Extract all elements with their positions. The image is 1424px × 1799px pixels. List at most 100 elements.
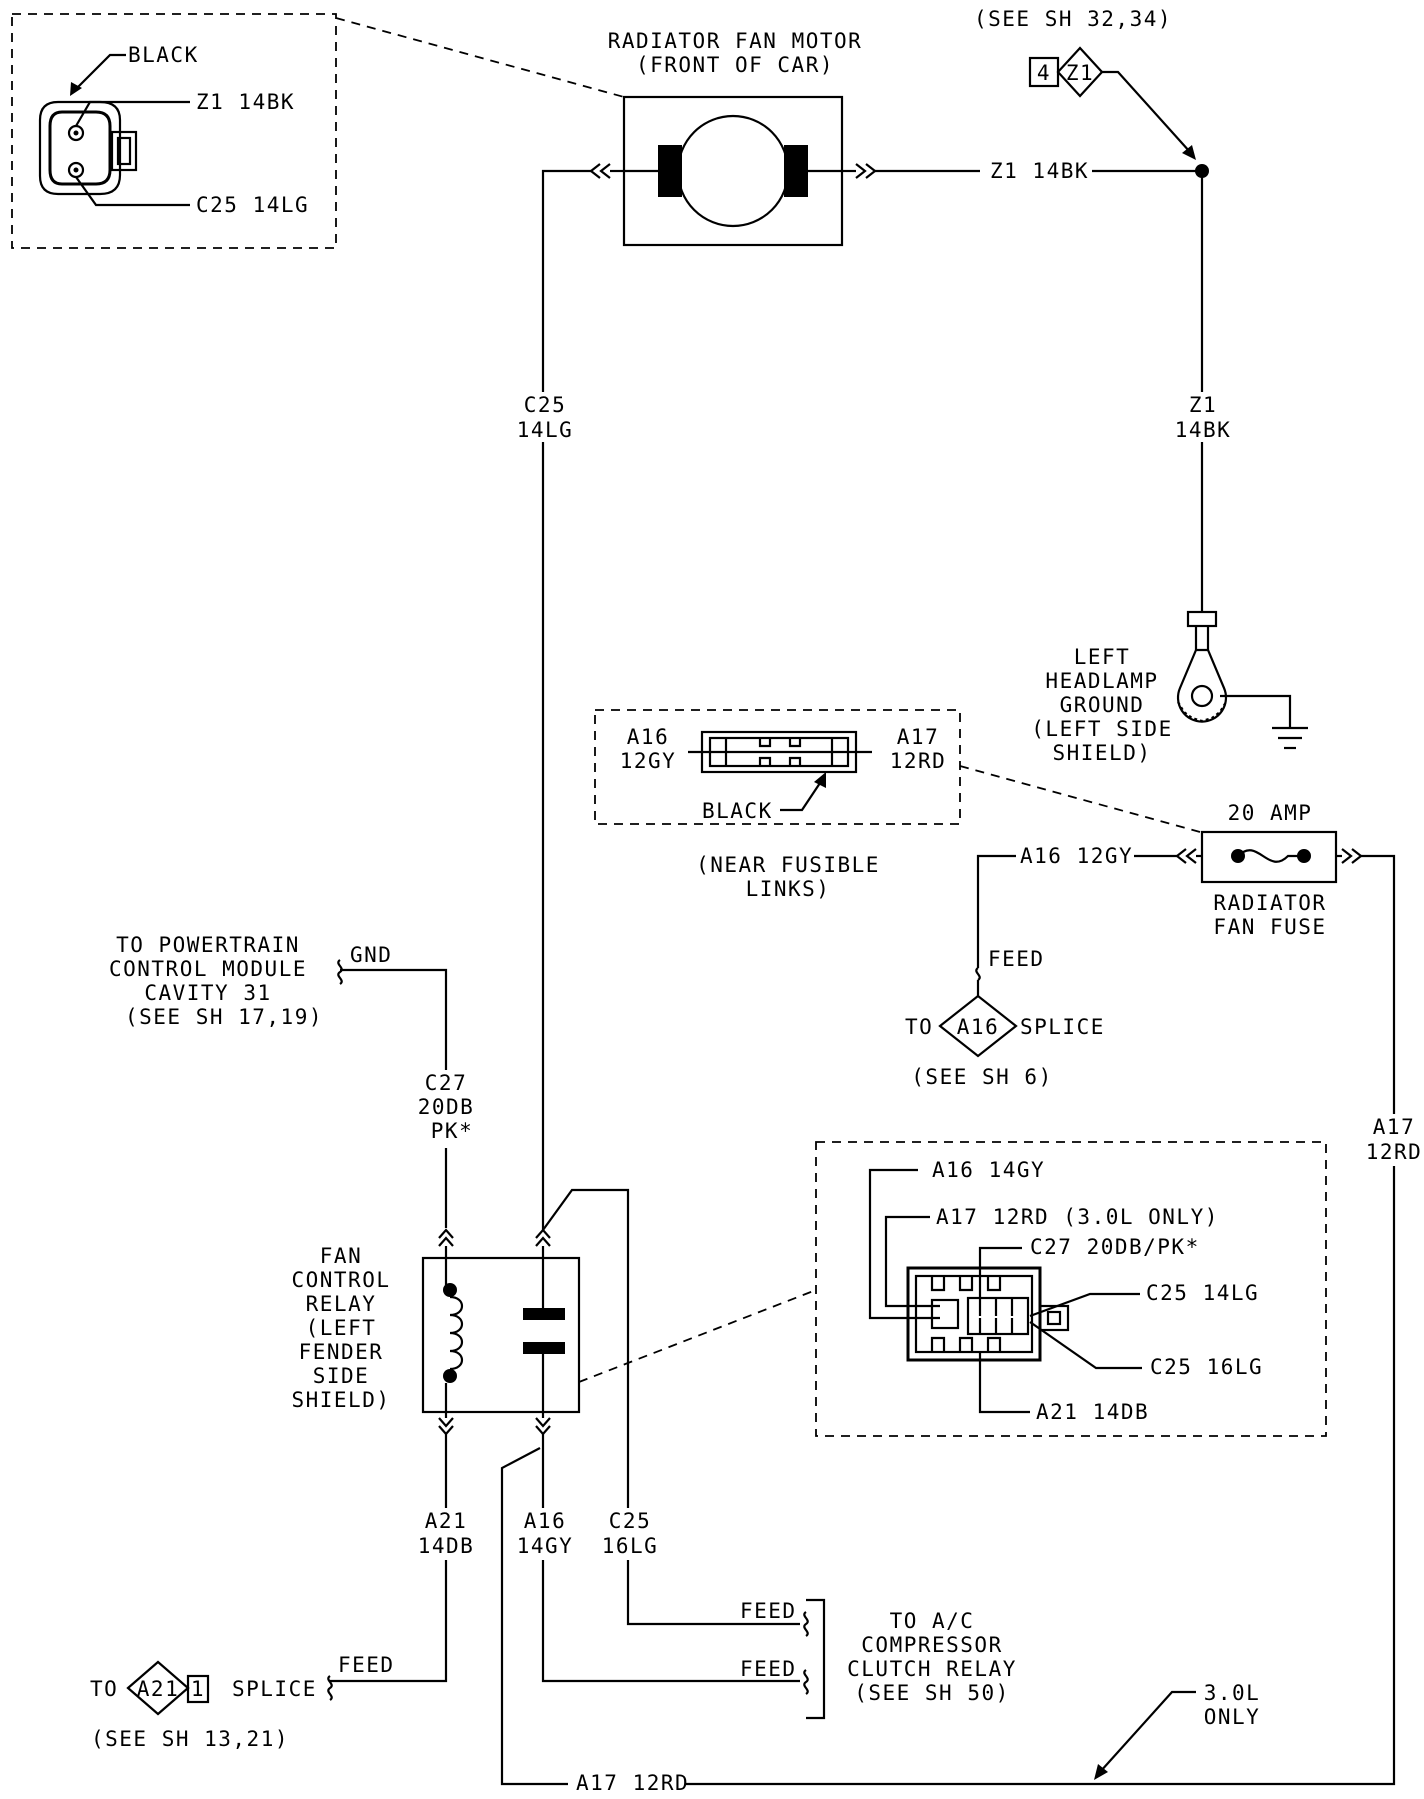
a17-bottom-label: A17 12RD [576,1771,689,1794]
motor-armature [676,114,790,228]
radiator-fan-fuse: 20 AMP RADIATOR FAN FUSE A16 12GY [500,801,1396,1786]
connector-color-label: BLACK [128,43,199,67]
fusible-inset-border [594,709,961,825]
relay-conn-center [966,1296,1030,1336]
a21-tag-num: 1 [191,1677,205,1701]
c25-motor-terminal [589,163,611,179]
relay-conn-a17-lead [884,1215,940,1308]
z1-motor-terminal [855,163,877,179]
z1-motor-wire-label: Z1 14BK [990,159,1089,183]
fusible-note-2: LINKS) [746,877,831,901]
motor-wiring: Z1 14BK [541,159,1209,1230]
connector-body-inner [48,110,112,186]
ac-label-4: (SEE SH 50) [854,1681,1010,1705]
a21-feed-label: FEED [338,1653,395,1677]
ground-label-2: HEADLAMP [1045,669,1158,693]
pin2-leader [75,176,190,207]
relay-pin-c25 [535,1228,551,1247]
ground-tag-num: 4 [1037,61,1051,85]
connector-body-outer [38,100,122,196]
c27-label-1: C27 [425,1071,467,1095]
ground-label-1: LEFT [1074,645,1131,669]
relay-pin-a21 [438,1417,454,1436]
a16-feed-label: FEED [988,947,1045,971]
fuse-input-wire: A16 12GY [1020,844,1133,868]
ground-label-5: SHIELD) [1052,741,1151,765]
pcm-label-3: CAVITY 31 [144,981,271,1005]
relay-label-5: FENDER [299,1340,384,1364]
c25-relay-label-2: 16LG [602,1534,659,1558]
pcm-reference: TO POWERTRAIN CONTROL MODULE CAVITY 31 (… [109,933,448,1228]
relay-pin-c27 [438,1228,454,1247]
pcm-label-4: (SEE SH 17,19) [125,1005,323,1029]
fusible-inset-leader [959,765,1201,833]
ground-label-3: GROUND [1060,693,1145,717]
ground-tag-leader [1102,70,1191,153]
fusible-left-label-1: A16 [627,725,669,749]
ground-tag-label: Z1 [1066,61,1094,85]
fusible-left-label-2: 12GY [620,749,677,773]
relay-conn-c25-16-lead [1029,1321,1142,1370]
relay-conn-a21-lead [978,1352,1030,1414]
relay-conn-body-outer [906,1266,1042,1362]
ground-see-sheet: (SEE SH 32,34) [974,7,1172,31]
pcm-gnd-label: GND [350,943,392,967]
a21-tag-label: A21 [137,1677,179,1701]
pin-a-label: Z1 14BK [196,90,295,114]
relay-box [421,1256,581,1414]
wire-a16-14gy [541,1434,800,1683]
fusible-color-label: BLACK [702,799,773,823]
a16-relay-label-1: A16 [524,1509,566,1533]
relay-pin-a16 [535,1417,551,1436]
left-headlamp-ground: LEFT HEADLAMP GROUND (LEFT SIDE SHIELD) [1031,610,1308,765]
wire-c25-14lg [541,169,591,1230]
relay-conn-a16-lead [868,1168,940,1320]
a16-tag-label: A16 [957,1015,999,1039]
pcm-label-2: CONTROL MODULE [109,957,307,981]
fuse-name-1: RADIATOR [1213,891,1326,915]
relay-conn-c25-14-lead [1029,1292,1140,1318]
fan-control-relay: FAN CONTROL RELAY (LEFT FENDER SIDE SHIE… [291,1188,817,1683]
ac-feed-top: FEED [740,1599,797,1623]
inset-leader [335,17,625,98]
ac-feed-bottom: FEED [740,1657,797,1681]
relay-conn-a17: A17 12RD (3.0L ONLY) [936,1205,1219,1229]
a21-splice: TO A21 1 SPLICE FEED (SEE SH 13,21) [90,1653,395,1751]
wire-c25-16lg [542,1188,800,1626]
pcm-label-1: TO POWERTRAIN [116,933,300,957]
relay-label-3: RELAY [306,1292,377,1316]
z1-vert-label-1: Z1 [1189,393,1217,417]
a16-tag-diamond [938,994,1018,1058]
ground-strap [1220,694,1292,728]
fuse-box [1200,830,1338,884]
relay-conn-c25-14: C25 14LG [1146,1281,1259,1305]
relay-conn-latch [1038,1304,1070,1332]
a21-tag-box [186,1674,210,1704]
a16-to-label: TO [905,1015,933,1039]
relay-contact-bottom [523,1342,565,1354]
color-leader [74,53,126,91]
ground-label-4: (LEFT SIDE [1031,717,1172,741]
radiator-fan-motor: RADIATOR FAN MOTOR (FRONT OF CAR) [608,29,863,247]
fan-motor-title-1: RADIATOR FAN MOTOR [608,29,863,53]
ac-label-3: CLUTCH RELAY [847,1657,1017,1681]
fuse-rating: 20 AMP [1228,801,1313,825]
a21-label-2: 14DB [418,1534,475,1558]
engine-note-1: 3.0L [1204,1681,1261,1705]
relay-conn-a21: A21 14DB [1036,1400,1149,1424]
engine-note: 3.0L ONLY [1094,1681,1261,1780]
a16-splice: FEED TO A16 SPLICE (SEE SH 6) [905,947,1103,1089]
a21-label-1: A21 [425,1509,467,1533]
relay-contact-top [523,1308,565,1320]
fusible-right-label-2: 12RD [890,749,947,773]
fuse-in-terminal [1175,848,1197,864]
inset-border [11,13,337,249]
a17-vert-label-1: A17 [1373,1115,1415,1139]
a21-splice-label: SPLICE [232,1677,317,1701]
fusible-connector-body [700,730,858,774]
relay-conn-c25-16: C25 16LG [1150,1355,1263,1379]
relay-label-2: CONTROL [291,1268,390,1292]
ac-label-1: TO A/C [890,1609,975,1633]
